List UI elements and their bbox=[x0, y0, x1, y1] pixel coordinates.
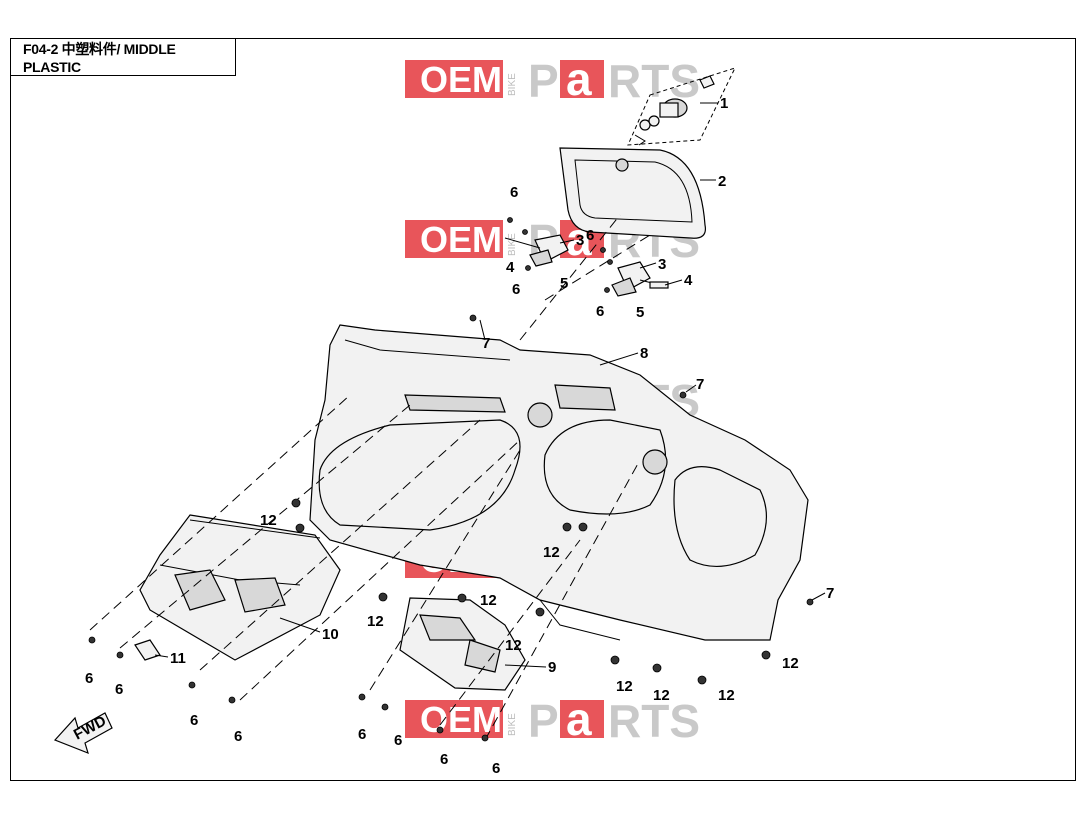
fastener-screws bbox=[88, 314, 814, 742]
callout-12f: 12 bbox=[616, 678, 633, 695]
part-2-lid-panel bbox=[559, 147, 707, 239]
callout-1: 1 bbox=[720, 95, 728, 112]
callout-6g: 6 bbox=[190, 712, 198, 729]
page-title: F04-2 中塑料件/ MIDDLE PLASTIC bbox=[10, 38, 236, 76]
part-8-middle-plastic-body bbox=[309, 324, 809, 641]
callout-12h: 12 bbox=[718, 687, 735, 704]
fwd-arrow-icon: FWD bbox=[53, 712, 113, 755]
watermark-1: OEM BIKE P a RTS bbox=[405, 53, 700, 107]
callout-11: 11 bbox=[170, 650, 186, 667]
callout-7a: 7 bbox=[482, 335, 490, 352]
callout-leaders bbox=[154, 102, 826, 668]
part-11-tab bbox=[134, 639, 161, 661]
callout-12e: 12 bbox=[543, 544, 560, 561]
svg-text:P: P bbox=[528, 55, 559, 107]
callout-3a: 3 bbox=[576, 232, 584, 249]
part-9-lower-box bbox=[399, 597, 526, 691]
callout-6i: 6 bbox=[358, 726, 366, 743]
callout-6e: 6 bbox=[85, 670, 93, 687]
callout-6f: 6 bbox=[115, 681, 123, 698]
svg-text:BIKE: BIKE bbox=[507, 233, 518, 256]
callout-6d: 6 bbox=[596, 303, 604, 320]
svg-text:OEM: OEM bbox=[420, 219, 502, 260]
callout-10: 10 bbox=[322, 626, 339, 643]
callout-9: 9 bbox=[548, 659, 556, 676]
callout-6a: 6 bbox=[510, 184, 518, 201]
svg-text:a: a bbox=[566, 693, 592, 745]
callout-8: 8 bbox=[640, 345, 648, 362]
callout-6j: 6 bbox=[394, 732, 402, 749]
callout-3b: 3 bbox=[658, 256, 666, 273]
callout-12g: 12 bbox=[653, 687, 670, 704]
assembly-leader-lines bbox=[89, 214, 651, 741]
callout-12c: 12 bbox=[480, 592, 497, 609]
callout-labels: 1 2 3 3 4 4 5 5 6 6 6 6 6 6 6 6 6 6 6 6 … bbox=[85, 95, 834, 777]
callout-7b: 7 bbox=[696, 376, 704, 393]
svg-text:OEM: OEM bbox=[420, 59, 502, 100]
callout-12b: 12 bbox=[367, 613, 384, 630]
diagram-frame bbox=[10, 38, 1076, 781]
svg-text:BIKE: BIKE bbox=[507, 713, 518, 736]
callout-2: 2 bbox=[718, 173, 726, 190]
callout-7c: 7 bbox=[826, 585, 834, 602]
callout-6k: 6 bbox=[440, 751, 448, 768]
callout-6h: 6 bbox=[234, 728, 242, 745]
svg-text:OEM: OEM bbox=[420, 699, 502, 740]
part-1-lock-assembly bbox=[627, 67, 736, 146]
callout-5b: 5 bbox=[636, 304, 644, 321]
svg-text:RTS: RTS bbox=[608, 695, 700, 747]
svg-text:P: P bbox=[528, 695, 559, 747]
callout-12a: 12 bbox=[260, 512, 277, 529]
callout-5a: 5 bbox=[560, 275, 568, 292]
svg-text:RTS: RTS bbox=[608, 55, 700, 107]
callout-12i: 12 bbox=[782, 655, 799, 672]
callout-12d: 12 bbox=[505, 637, 522, 654]
callout-6b: 6 bbox=[586, 227, 594, 244]
callout-4b: 4 bbox=[684, 272, 693, 289]
callout-6l: 6 bbox=[492, 760, 500, 777]
svg-text:BIKE: BIKE bbox=[507, 73, 518, 96]
callout-6c: 6 bbox=[512, 281, 520, 298]
svg-text:a: a bbox=[566, 53, 592, 105]
part-10-storage-box bbox=[139, 514, 341, 661]
callout-4a: 4 bbox=[506, 259, 515, 276]
part-3-hinge-right bbox=[600, 247, 669, 297]
part-3-hinge-left bbox=[504, 217, 569, 271]
